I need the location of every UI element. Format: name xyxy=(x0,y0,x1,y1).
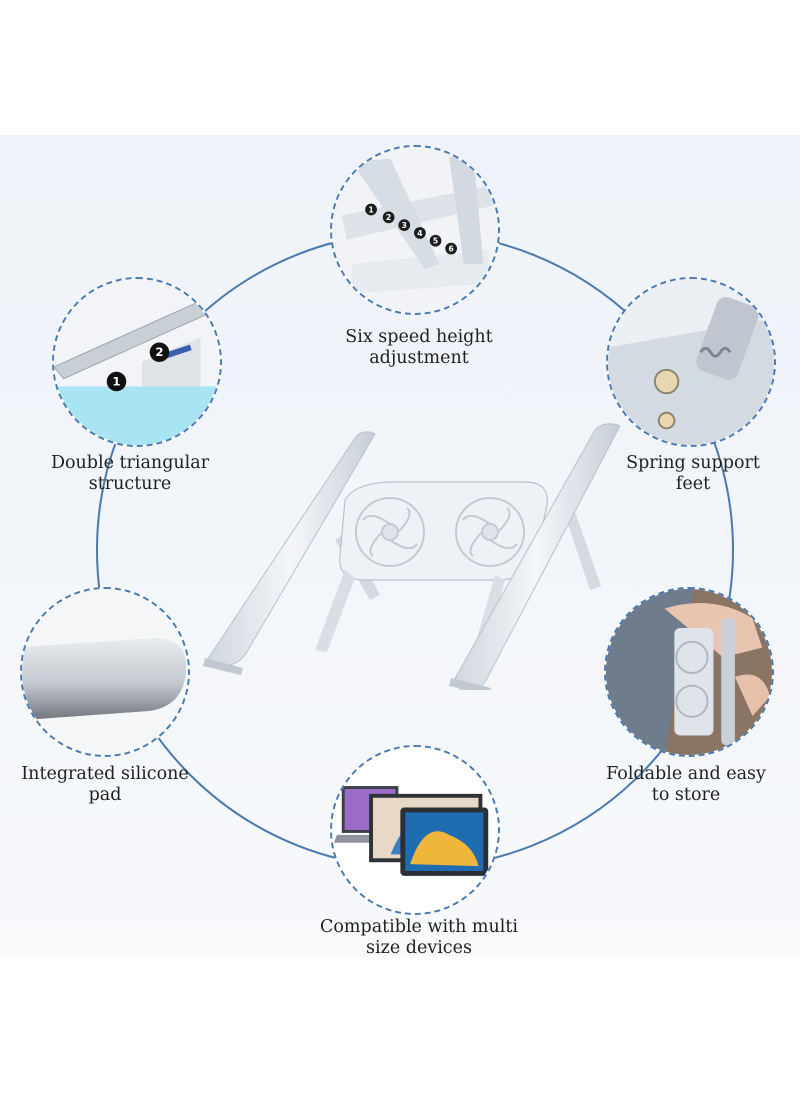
step-6: 6 xyxy=(448,244,453,253)
step-2: 2 xyxy=(155,345,163,359)
step-1: 1 xyxy=(368,205,373,214)
label-line: adjustment xyxy=(369,348,469,368)
bubble-foldable xyxy=(604,587,774,757)
label-line: structure xyxy=(88,474,172,494)
bubble-height-adjustment: 1 2 3 4 5 6 xyxy=(330,145,500,315)
label-line: size devices xyxy=(366,938,472,957)
step-2: 2 xyxy=(386,213,391,222)
label-line: Compatible with multi xyxy=(319,917,519,937)
triangular-structure-icon: 1 2 xyxy=(54,279,220,445)
bubble-triangular-structure: 1 2 xyxy=(52,277,222,447)
bubble-compatible-devices xyxy=(330,745,500,915)
height-steps-icon: 1 2 3 4 5 6 xyxy=(332,147,498,313)
label-silicone-pad: Integrated silicone pad xyxy=(0,764,210,806)
bubble-silicone-pad xyxy=(20,587,190,757)
laptop-stand-with-fans-icon xyxy=(203,423,621,690)
step-3: 3 xyxy=(402,221,407,230)
label-line: to store xyxy=(651,785,721,805)
label-line: pad xyxy=(88,785,122,805)
label-height-adjustment: Six speed height adjustment xyxy=(314,327,524,369)
step-5: 5 xyxy=(433,237,438,246)
label-compatible-devices: Compatible with multi size devices xyxy=(304,917,534,957)
step-4: 4 xyxy=(417,229,423,238)
fold-hand-icon xyxy=(606,589,772,755)
bubble-spring-support xyxy=(606,277,776,447)
feature-panel: 1 2 3 4 5 6 Six speed height adjustment … xyxy=(0,135,800,957)
label-line: Double triangular xyxy=(50,453,210,473)
label-line: Foldable and easy xyxy=(606,764,766,784)
label-triangular-structure: Double triangular structure xyxy=(25,453,235,495)
devices-icon xyxy=(332,747,498,913)
silicone-pad-icon xyxy=(22,589,188,755)
label-line: Spring support xyxy=(626,453,760,473)
label-line: feet xyxy=(675,474,711,494)
step-1: 1 xyxy=(112,374,120,388)
label-line: Six speed height xyxy=(345,327,493,347)
label-spring-support: Spring support feet xyxy=(588,453,798,495)
spring-foot-icon xyxy=(608,279,774,445)
label-foldable: Foldable and easy to store xyxy=(581,764,791,806)
label-line: Integrated silicone xyxy=(21,764,189,784)
